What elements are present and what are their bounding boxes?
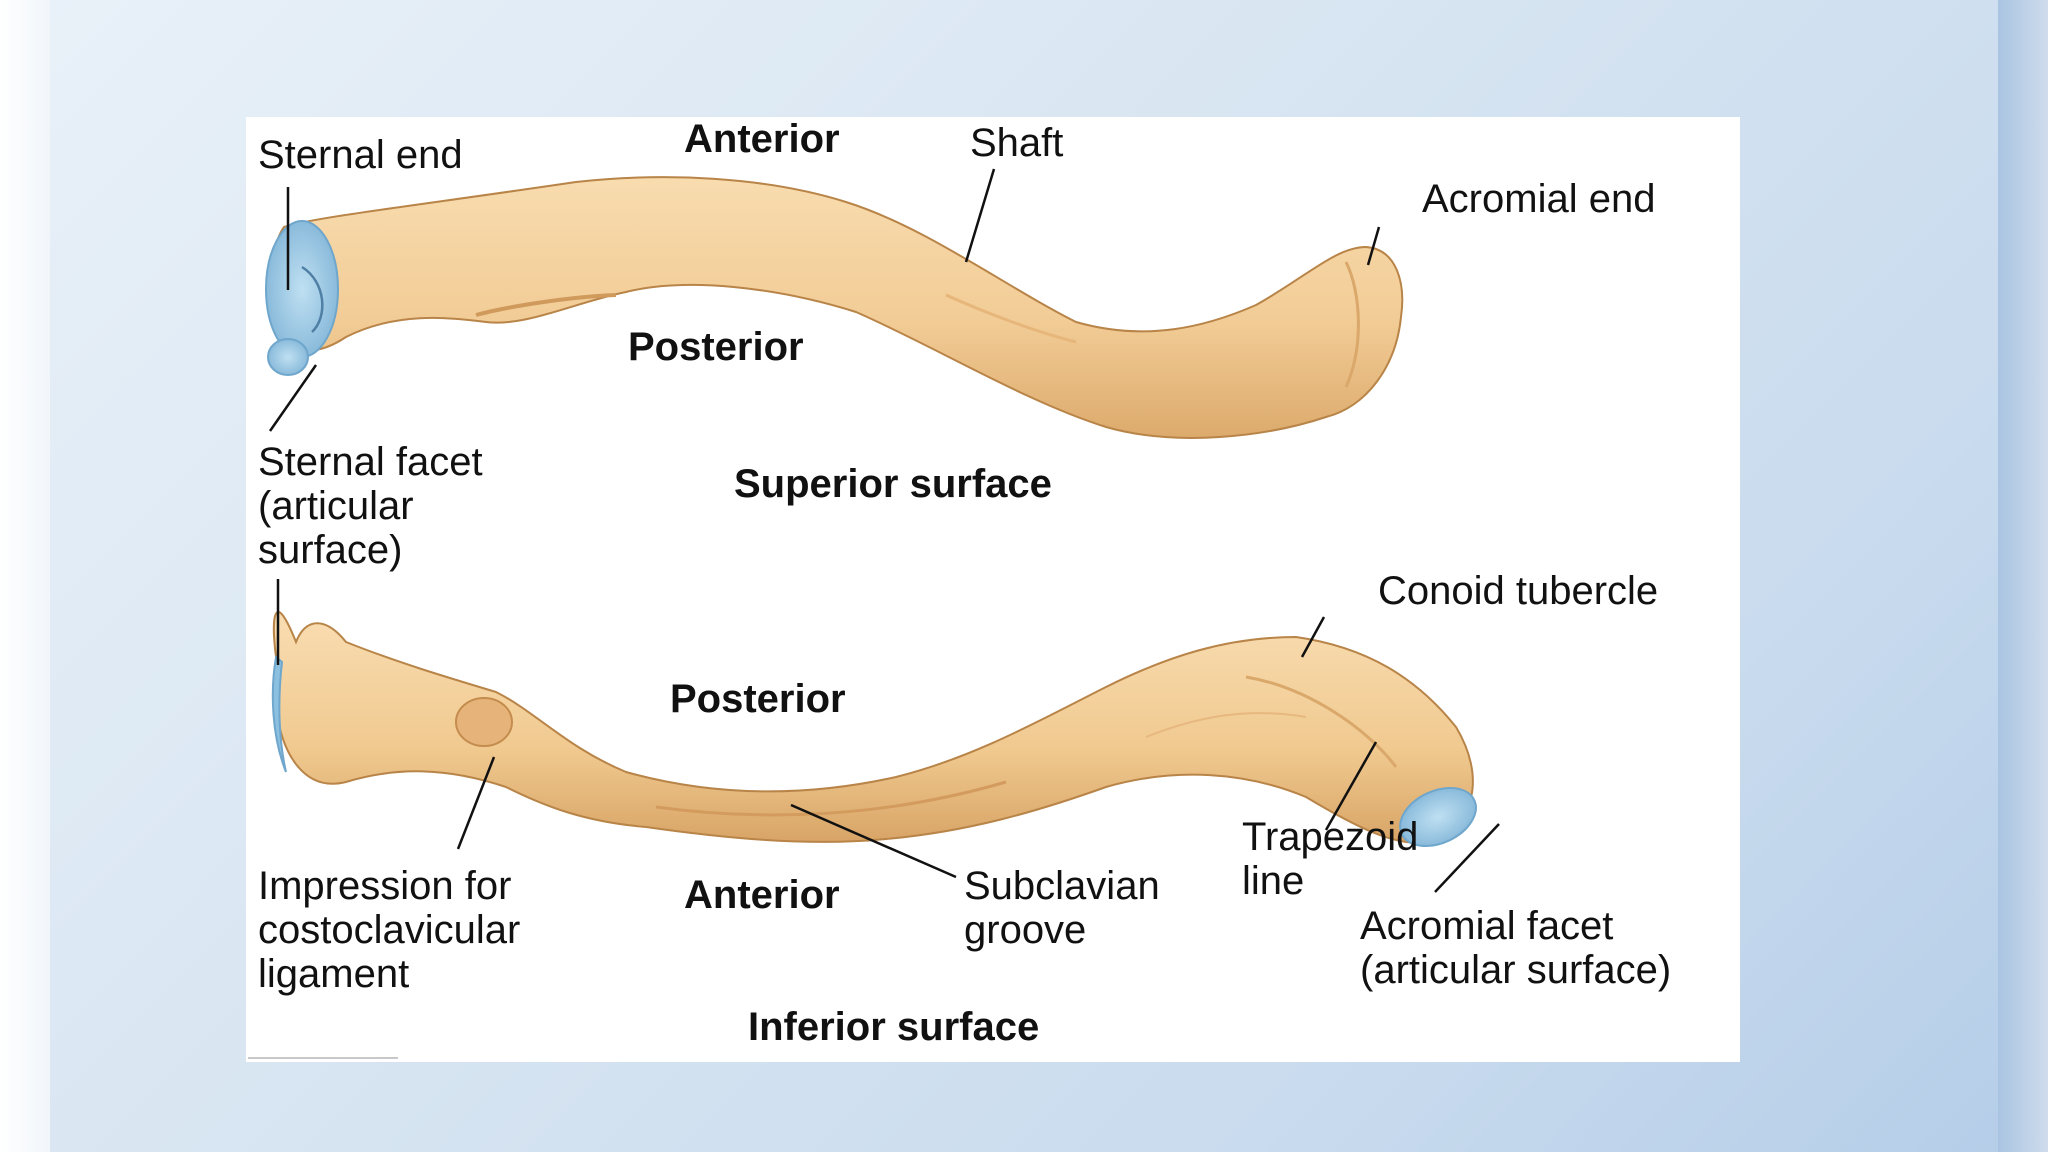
leader-shaft	[964, 168, 996, 263]
leader-sternal-facet	[268, 364, 318, 432]
label-superior-surface: Superior surface	[734, 462, 1052, 506]
clavicle-illustration	[265, 168, 1664, 893]
clavicle-diagram-panel: Sternal end Anterior Shaft Acromial end …	[246, 117, 1740, 1062]
label-posterior-inferior: Posterior	[670, 677, 846, 721]
label-acromial-end: Acromial end	[1422, 177, 1656, 221]
leader-conoid-tubercle	[1300, 616, 1326, 658]
leader-acromial-end-guide	[1652, 227, 1664, 267]
acromial-facet-inferior	[1399, 786, 1477, 848]
slide-left-edge	[0, 0, 50, 1152]
label-trapezoid-line: Trapezoid line	[1242, 815, 1419, 903]
slide-right-edge	[1998, 0, 2048, 1152]
label-shaft: Shaft	[970, 121, 1064, 165]
leader-costoclavicular	[456, 756, 496, 850]
leader-lines	[268, 168, 1664, 893]
figure-corner-mark	[248, 1057, 398, 1059]
sternal-facet-inferior	[271, 655, 287, 773]
label-sternal-facet: Sternal facet (articular surface)	[258, 440, 483, 572]
sternal-facet-superior	[265, 220, 339, 376]
label-inferior-surface: Inferior surface	[748, 1005, 1040, 1049]
inferior-clavicle-bone	[272, 611, 1474, 844]
leader-subclavian-groove	[790, 803, 957, 879]
label-acromial-facet: Acromial facet (articular surface)	[1360, 904, 1672, 992]
label-costoclavicular-impression: Impression for costoclavicular ligament	[258, 864, 521, 996]
leader-acromial-facet	[1434, 823, 1500, 893]
label-sternal-end: Sternal end	[258, 133, 463, 177]
label-anterior-inferior: Anterior	[684, 873, 840, 917]
leader-acromial-end	[1366, 226, 1381, 266]
label-posterior-superior: Posterior	[628, 325, 804, 369]
leader-trapezoid-line	[1324, 741, 1378, 831]
superior-clavicle-bone	[271, 176, 1404, 439]
label-subclavian-groove: Subclavian groove	[964, 864, 1160, 952]
label-conoid-tubercle: Conoid tubercle	[1378, 569, 1659, 613]
label-anterior-superior: Anterior	[684, 117, 840, 161]
